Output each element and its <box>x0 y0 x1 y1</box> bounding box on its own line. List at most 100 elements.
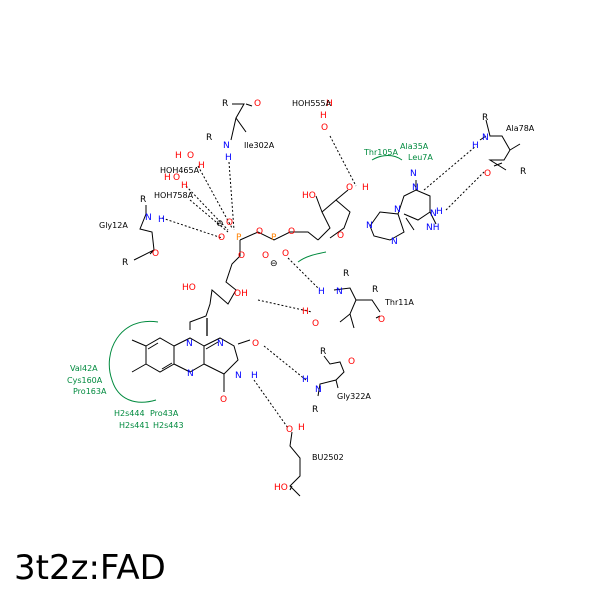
atom-h-hoh555: H <box>326 99 333 109</box>
bond-accents <box>147 162 503 370</box>
atom-r-ile: R <box>222 99 228 109</box>
label-val42: Val42A <box>70 364 98 373</box>
atom-h-thr11: H <box>318 287 325 297</box>
atom-n1: N <box>410 169 417 179</box>
label-h2s441: H2s441 <box>119 421 150 430</box>
charge-minus-2: ⊖ <box>270 259 278 269</box>
hydrophobic-arc-ribose <box>297 251 327 263</box>
label-ile302: Ile302A <box>244 141 275 150</box>
atom-o4-flavin: O <box>220 395 227 405</box>
atom-n3: N <box>394 205 401 215</box>
atom-n-thr11: N <box>336 287 343 297</box>
atom-nh-amino: NH <box>426 223 440 233</box>
label-pro163: Pro163A <box>73 387 107 396</box>
atom-r-gly12: R <box>140 195 146 205</box>
atom-ho-ribityl: HO <box>182 283 196 293</box>
atom-o-hoh465: O <box>173 173 180 183</box>
label-pro43: Pro43A <box>150 409 179 418</box>
atom-h-gly322: H <box>302 375 309 385</box>
atom-h-hoh-a: H <box>175 151 182 161</box>
label-ala35: Ala35A <box>400 142 429 151</box>
atom-n7: N <box>391 237 398 247</box>
atom-h-n3: H <box>251 371 258 381</box>
atom-h-thr11og: H <box>302 307 309 317</box>
atom-o-hoh-a: O <box>187 151 194 161</box>
label-hoh555: HOH555A <box>292 99 332 108</box>
atom-h-ala78: H <box>472 141 479 151</box>
hydrophobic-arc-thr105 <box>371 155 403 161</box>
atom-o-hoh555: O <box>321 123 328 133</box>
label-hoh758: HOH758A <box>154 191 194 200</box>
atom-n-gly12: N <box>145 213 152 223</box>
label-thr11: Thr11A <box>384 298 414 307</box>
atom-h-gly12: H <box>158 215 165 225</box>
atom-n10: N <box>186 339 193 349</box>
atom-o-gly12: O <box>152 249 159 259</box>
atom-n-ile: N <box>223 141 230 151</box>
atom-h-hoh465b: H <box>181 181 188 191</box>
atom-labels: R O R N H H H O H O H H O H R N H R O ⊖ … <box>122 99 526 493</box>
atom-n3-flavin: N <box>235 371 242 381</box>
atom-o-thr11: O <box>378 315 385 325</box>
atom-h-ribose-oh: H <box>362 183 369 193</box>
atom-h-hoh465: H <box>164 173 171 183</box>
atom-r-ile2: R <box>206 133 212 143</box>
hydrophobic-arcs <box>108 155 403 403</box>
atom-o-bu: O <box>286 425 293 435</box>
atom-p2: P <box>271 233 277 243</box>
atom-o-ribose-ring: O <box>337 231 344 241</box>
label-bu2502: BU2502 <box>312 453 344 462</box>
atom-o-p2-ester: O <box>288 227 295 237</box>
atom-n9: N <box>366 221 373 231</box>
atom-o-p1-bot: O <box>238 251 245 261</box>
label-ala78: Ala78A <box>506 124 535 133</box>
hydrogen-bonds <box>161 135 485 429</box>
atom-r-thr11b: R <box>372 285 378 295</box>
charge-minus-1: ⊖ <box>216 219 224 229</box>
atom-r-gly12b: R <box>122 258 128 268</box>
label-leu7: Leu7A <box>408 153 433 162</box>
label-cys160: Cys160A <box>67 376 103 385</box>
atom-h-amino: H <box>436 207 443 217</box>
atom-ho-bu: HO <box>274 483 288 493</box>
atom-o-ribose-oh: O <box>346 183 353 193</box>
residue-labels: Ile302A Gly12A HOH555A HOH465A HOH758A T… <box>99 99 535 462</box>
hydrophobic-labels: Thr105A Ala35A Leu7A Val42A Cys160A Pro1… <box>67 142 433 430</box>
bonds <box>131 103 521 497</box>
label-h2s444: H2s444 <box>114 409 145 418</box>
atom-r-ala78: R <box>482 113 488 123</box>
atom-n-gly322: N <box>315 385 322 395</box>
structure-caption: 3t2z:FAD <box>14 548 166 588</box>
atom-h-hoh-b: H <box>198 161 205 171</box>
atom-h-bu: H <box>298 423 305 433</box>
atom-n-ala78: N <box>482 133 489 143</box>
atom-n5: N <box>187 369 194 379</box>
label-gly12: Gly12A <box>99 221 128 230</box>
atom-o-p1: O <box>218 233 225 243</box>
atom-r-thr11: R <box>343 269 349 279</box>
label-gly322: Gly322A <box>337 392 371 401</box>
atom-n1b: N <box>412 183 419 193</box>
atom-r-ala78b: R <box>520 167 526 177</box>
atom-o-bridge: O <box>256 227 263 237</box>
hydrophobic-arc-flavin <box>108 320 159 403</box>
atom-o-ile: O <box>254 99 261 109</box>
atom-o2-flavin: O <box>252 339 259 349</box>
atom-ho-ribose: HO <box>302 191 316 201</box>
atom-o-p2-right: O <box>282 249 289 259</box>
atom-p1: P <box>236 233 242 243</box>
atom-r-gly322b: R <box>312 405 318 415</box>
atom-n-amino: N <box>430 209 437 219</box>
atom-o-gly322: O <box>348 357 355 367</box>
label-h2s443: H2s443 <box>153 421 184 430</box>
label-thr105: Thr105A <box>363 148 399 157</box>
atom-o-p1-top: O <box>226 218 233 228</box>
atom-h-ile: H <box>225 153 232 163</box>
atom-oh-ribityl: OH <box>234 289 248 299</box>
atom-o-thr11og: O <box>312 319 319 329</box>
atom-o-p2-left: O <box>262 251 269 261</box>
atom-o-ala78: O <box>484 169 491 179</box>
atom-n1-flavin: N <box>217 339 224 349</box>
label-hoh465: HOH465A <box>160 166 200 175</box>
